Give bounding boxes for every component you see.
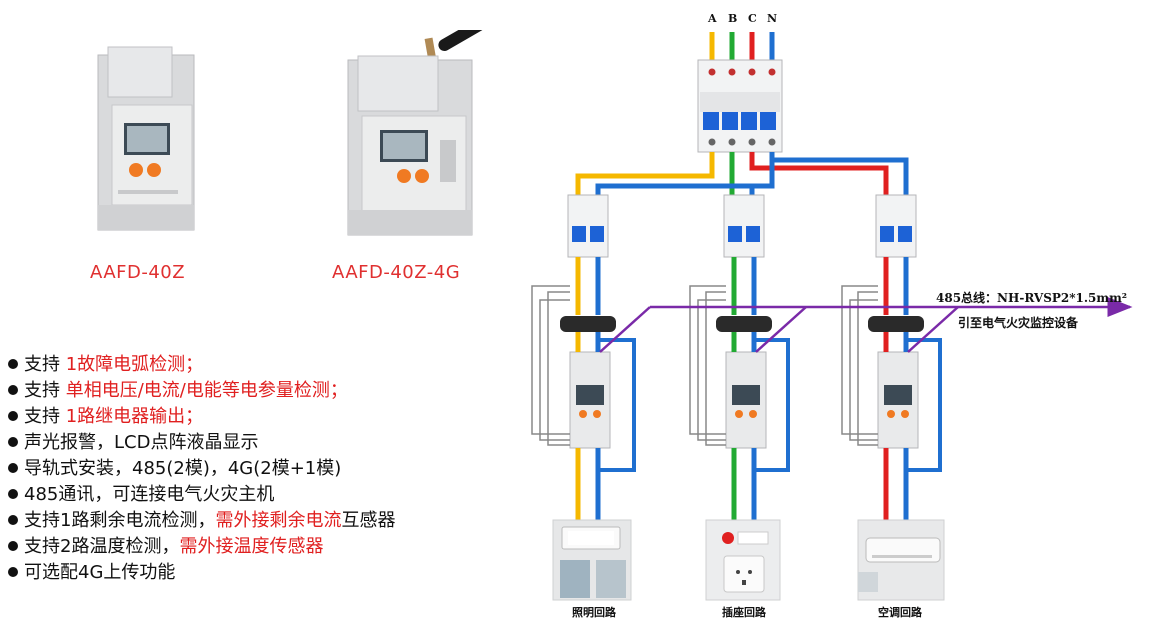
feature-item: 可选配4G上传功能 xyxy=(8,560,528,586)
bullet-icon xyxy=(8,359,18,369)
feature-text: 支持2路温度检测， xyxy=(24,536,180,557)
feature-highlight: 1故障电弧检测； xyxy=(65,354,204,375)
feature-item: 支持 1路继电器输出； xyxy=(8,404,528,430)
load-aircon-image xyxy=(857,519,945,601)
rs485-bus-line xyxy=(599,297,1133,353)
load-lighting-image xyxy=(552,519,632,601)
feature-text: 支持1路剩余电流检测， xyxy=(24,510,216,531)
feature-text: 导轨式安装，485(2模)，4G(2模+1模) xyxy=(24,458,342,479)
phase-label-n: N xyxy=(767,12,778,25)
bus-destination-label: 引至电气火灾监控设备 xyxy=(958,316,1079,330)
bullet-icon xyxy=(8,437,18,447)
bullet-icon xyxy=(8,411,18,421)
feature-item: 导轨式安装，485(2模)，4G(2模+1模) xyxy=(8,456,528,482)
bullet-icon xyxy=(8,385,18,395)
phase-label-b: B xyxy=(728,12,738,25)
bullet-icon xyxy=(8,541,18,551)
branch-lighting xyxy=(531,194,636,520)
bullet-icon xyxy=(8,489,18,499)
feature-item: 支持 单相电压/电流/电能等电参量检测； xyxy=(8,378,528,404)
feature-highlight: 需外接温度传感器 xyxy=(179,536,324,557)
feature-text: 互感器 xyxy=(341,510,396,531)
feature-text: 485通讯，可连接电气火灾主机 xyxy=(24,484,275,505)
feature-highlight: 需外接剩余电流 xyxy=(215,510,342,531)
bus-label: 485总线：NH-RVSP2*1.5mm² xyxy=(936,291,1128,305)
product-aafd-40z-4g-image xyxy=(347,30,486,236)
feature-item: 声光报警，LCD点阵液晶显示 xyxy=(8,430,528,456)
feature-text: 支持 xyxy=(24,380,66,401)
feature-list: 支持 1故障电弧检测； 支持 单相电压/电流/电能等电参量检测； 支持 1路继电… xyxy=(8,352,528,586)
circuit-label-aircon: 空调回路 xyxy=(878,606,922,619)
feature-item: 支持1路剩余电流检测，需外接剩余电流互感器 xyxy=(8,508,528,534)
phase-label-c: C xyxy=(748,12,757,25)
branch-aircon xyxy=(841,194,942,520)
feature-text: 支持 xyxy=(24,406,66,427)
feature-item: 支持 1故障电弧检测； xyxy=(8,352,528,378)
bullet-icon xyxy=(8,463,18,473)
product-label-aafd-40z: AAFD-40Z xyxy=(90,262,186,283)
feature-item: 支持2路温度检测，需外接温度传感器 xyxy=(8,534,528,560)
main-breaker xyxy=(697,59,783,153)
circuit-label-lighting: 照明回路 xyxy=(572,606,616,619)
circuit-label-socket: 插座回路 xyxy=(722,606,766,619)
bullet-icon xyxy=(8,567,18,577)
load-socket-image xyxy=(705,519,781,601)
product-label-aafd-40z-4g: AAFD-40Z-4G xyxy=(332,262,461,283)
feature-highlight: 单相电压/电流/电能等电参量检测； xyxy=(65,380,348,401)
feature-item: 485通讯，可连接电气火灾主机 xyxy=(8,482,528,508)
feature-highlight: 1路继电器输出； xyxy=(65,406,204,427)
feature-text: 声光报警，LCD点阵液晶显示 xyxy=(24,432,259,453)
feature-text: 支持 xyxy=(24,354,66,375)
feature-text: 可选配4G上传功能 xyxy=(24,562,176,583)
product-aafd-40z-image xyxy=(97,46,195,231)
branch-socket xyxy=(689,194,790,520)
bullet-icon xyxy=(8,515,18,525)
phase-label-a: A xyxy=(708,12,717,25)
